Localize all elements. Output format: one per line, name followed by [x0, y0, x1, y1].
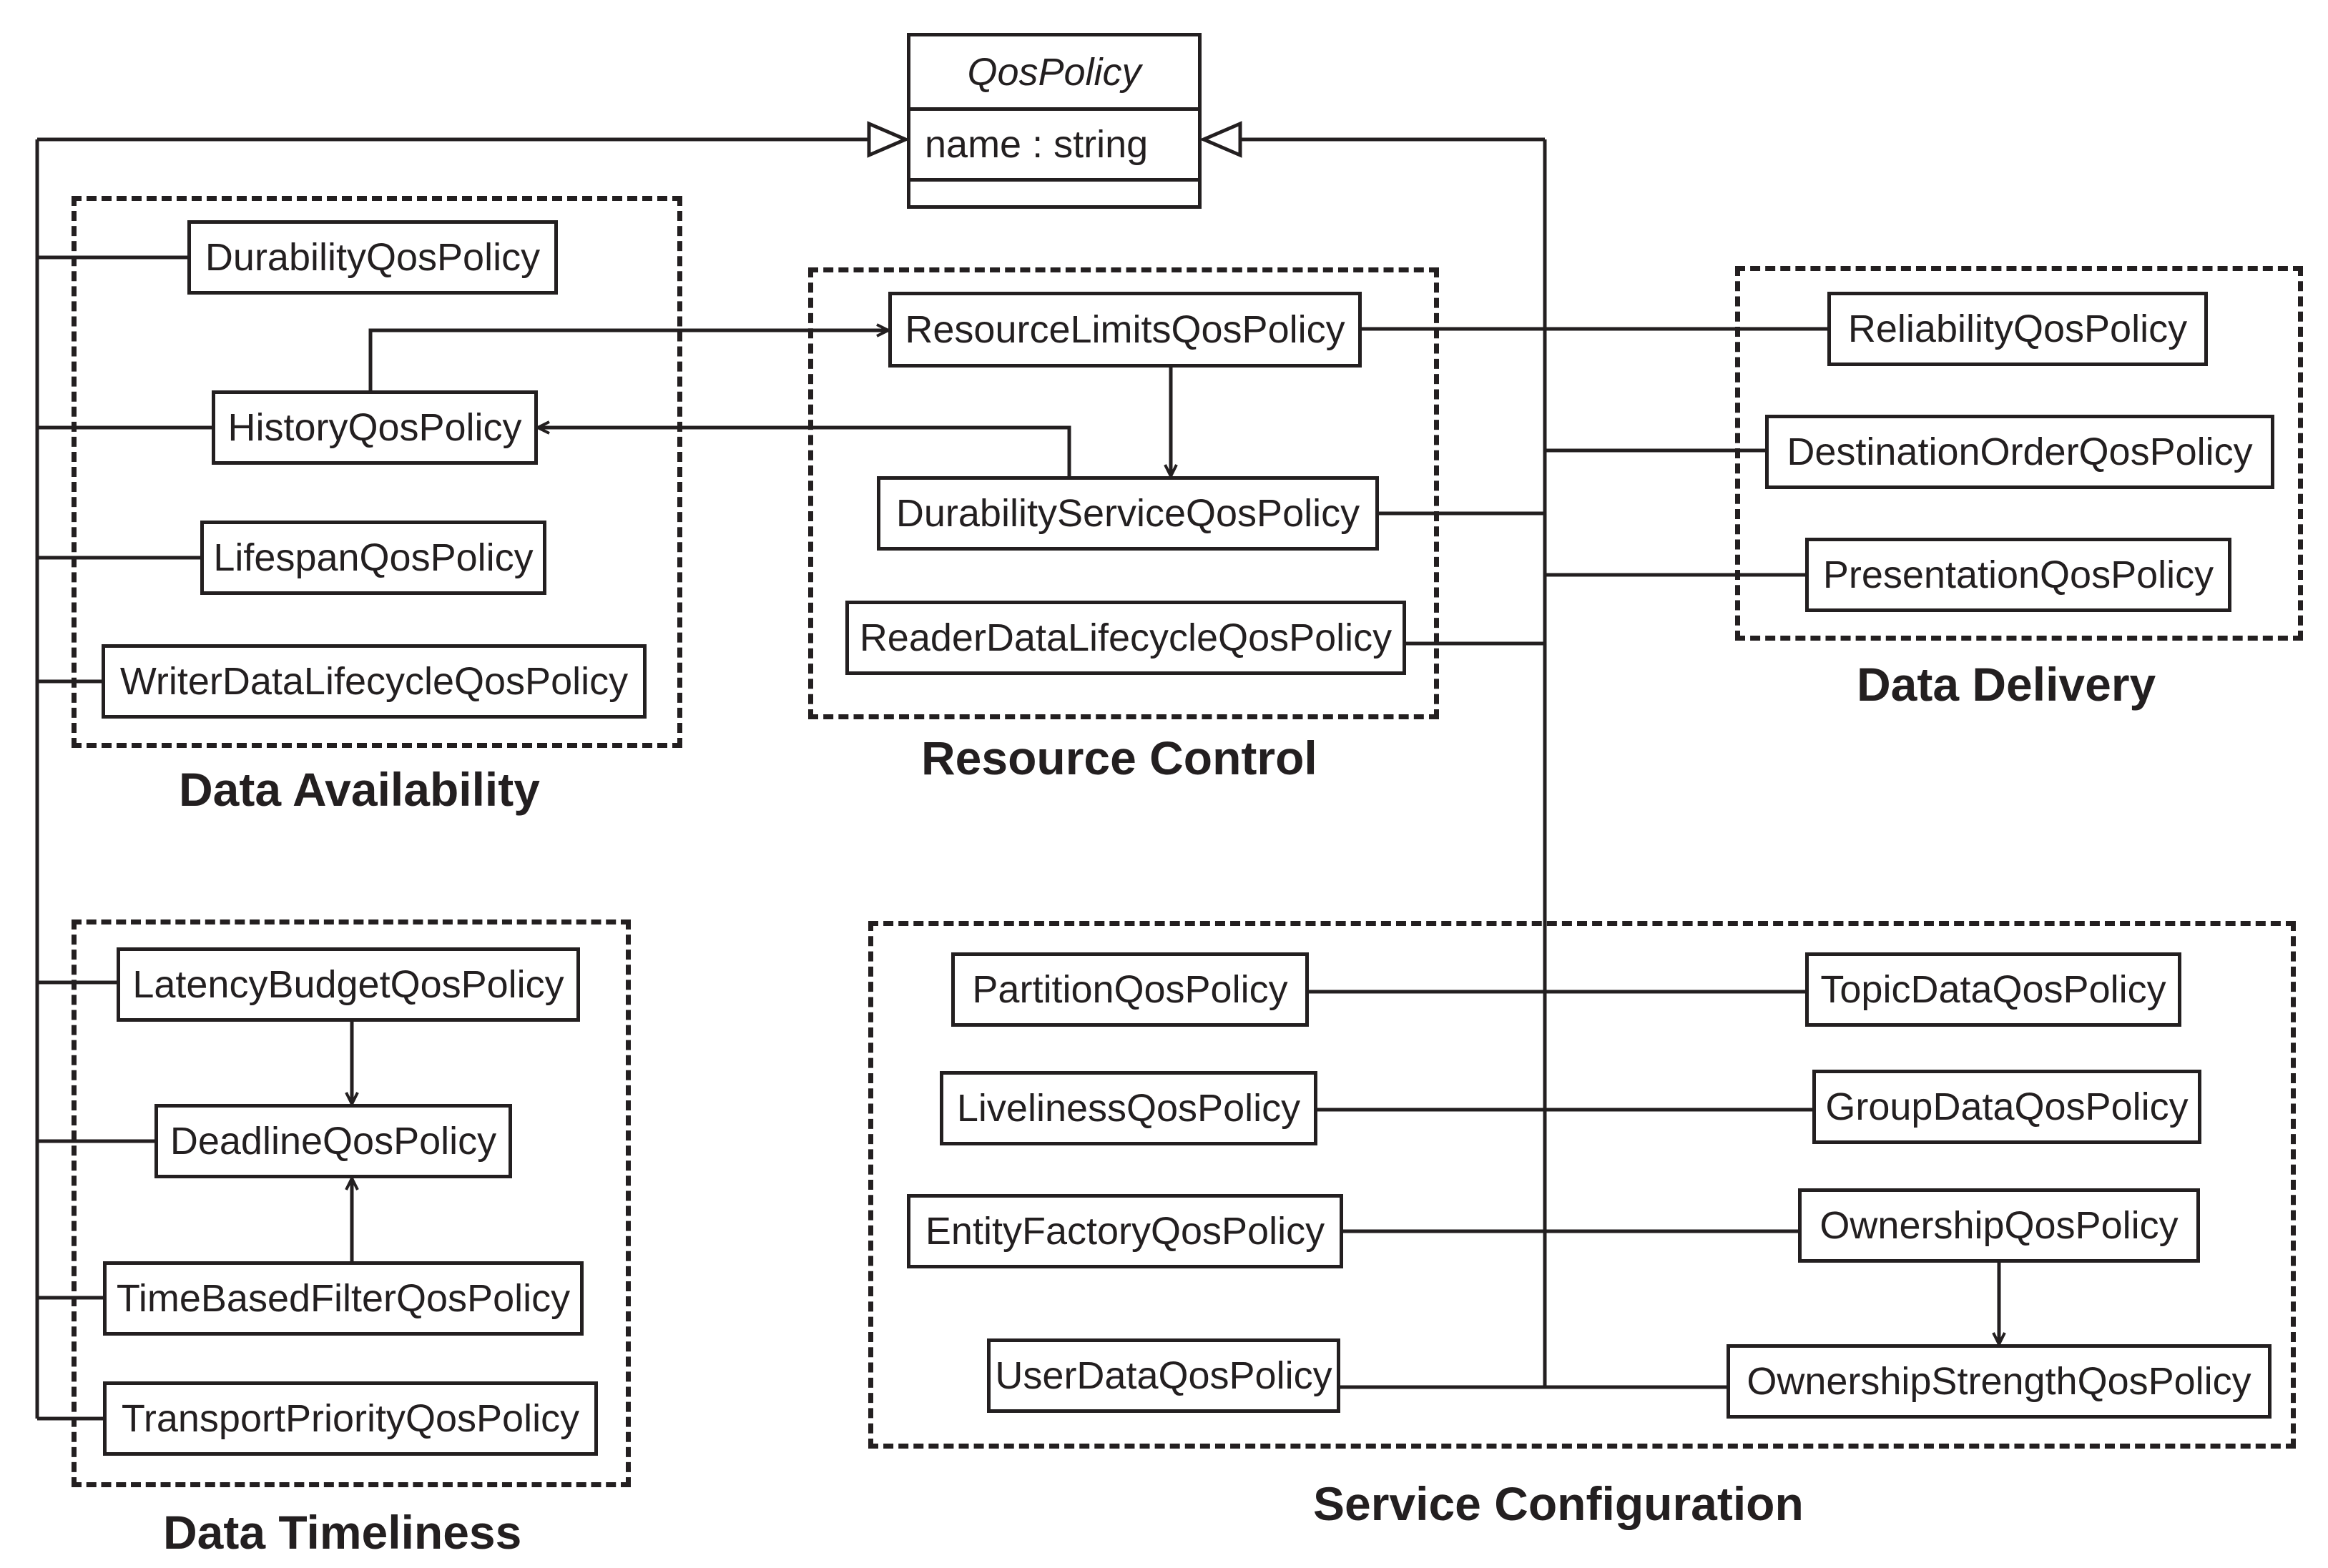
group-service-configuration: [868, 921, 2296, 1449]
durabilityservice-to-history-arrow: [538, 428, 1071, 476]
policy-deadline: DeadlineQosPolicy: [154, 1104, 512, 1178]
group-resource-control: [808, 267, 1439, 719]
policy-durability: DurabilityQosPolicy: [187, 220, 558, 295]
class-attribute: name : string: [910, 111, 1198, 182]
policy-groupdata: GroupDataQosPolicy: [1812, 1070, 2201, 1144]
group-title-data-availability: Data Availability: [179, 763, 540, 816]
qospolicy-class: QosPolicy name : string: [907, 33, 1202, 209]
policy-durabilityservice: DurabilityServiceQosPolicy: [877, 476, 1379, 551]
policy-transportpriority: TransportPriorityQosPolicy: [103, 1381, 598, 1456]
policy-resourcelimits: ResourceLimitsQosPolicy: [888, 292, 1362, 368]
policy-userdata: UserDataQosPolicy: [987, 1338, 1340, 1413]
history-to-resourcelimits-arrow: [368, 330, 888, 409]
group-data-timeliness: [72, 919, 631, 1487]
group-data-delivery: [1735, 266, 2303, 641]
policy-timebasedfilter: TimeBasedFilterQosPolicy: [103, 1261, 584, 1336]
policy-writerdatalifecycle: WriterDataLifecycleQosPolicy: [102, 644, 647, 719]
group-title-service-configuration: Service Configuration: [1313, 1477, 1804, 1530]
right-inheritance-arrowhead: [1199, 121, 1242, 158]
right-inheritance-trunk: [1240, 137, 1547, 1387]
policy-partition: PartitionQosPolicy: [951, 952, 1309, 1027]
policy-reliability: ReliabilityQosPolicy: [1827, 292, 2208, 366]
policy-entityfactory: EntityFactoryQosPolicy: [907, 1194, 1343, 1268]
group-title-resource-control: Resource Control: [921, 731, 1317, 784]
left-inheritance-trunk: [35, 137, 869, 1419]
policy-ownership: OwnershipQosPolicy: [1798, 1188, 2200, 1263]
group-title-data-delivery: Data Delivery: [1857, 658, 2156, 711]
policy-liveliness: LivelinessQosPolicy: [940, 1071, 1317, 1145]
group-title-data-timeliness: Data Timeliness: [163, 1506, 522, 1559]
policy-destinationorder: DestinationOrderQosPolicy: [1765, 415, 2274, 489]
policy-history: HistoryQosPolicy: [212, 390, 538, 465]
policy-topicdata: TopicDataQosPolicy: [1805, 952, 2181, 1027]
policy-ownershipstrength: OwnershipStrengthQosPolicy: [1727, 1344, 2271, 1419]
class-operations: [910, 182, 1198, 205]
group-data-availability: [72, 196, 682, 748]
policy-latencybudget: LatencyBudgetQosPolicy: [117, 947, 580, 1022]
left-inheritance-arrowhead: [867, 121, 910, 158]
policy-presentation: PresentationQosPolicy: [1805, 538, 2231, 612]
class-name: QosPolicy: [910, 36, 1198, 111]
policy-readerdatalifecycle: ReaderDataLifecycleQosPolicy: [845, 601, 1406, 675]
policy-lifespan: LifespanQosPolicy: [200, 521, 546, 595]
